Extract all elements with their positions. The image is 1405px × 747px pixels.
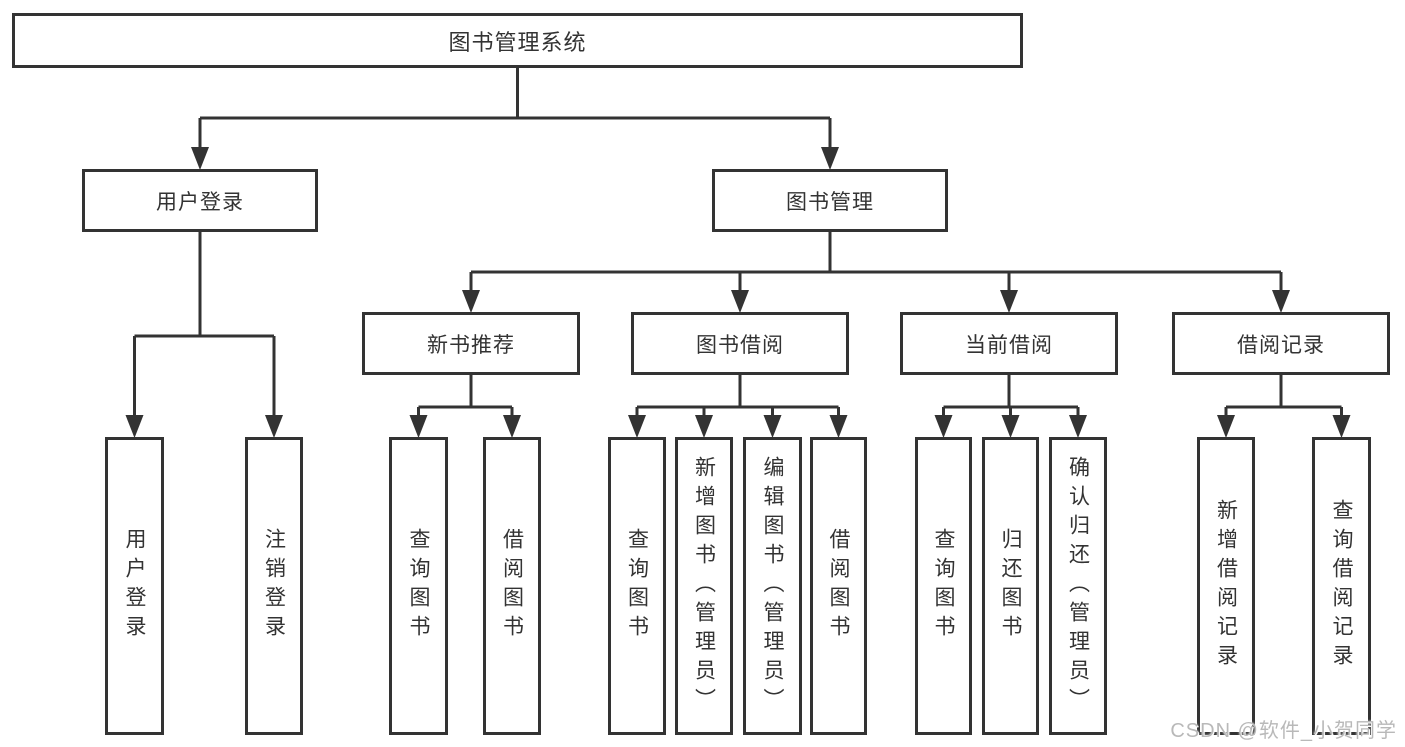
leaf-label: 编辑图书（管理员） xyxy=(761,455,784,717)
leaf-confirm-return-admin: 确认归还（管理员） xyxy=(1049,437,1107,735)
node-new-book-recommendation: 新书推荐 xyxy=(362,312,580,375)
leaf-label: 查询图书 xyxy=(407,528,430,644)
node-borrowing-records: 借阅记录 xyxy=(1172,312,1390,375)
leaf-query-books-borrow: 查询图书 xyxy=(608,437,666,735)
leaf-label: 新增借阅记录 xyxy=(1214,499,1238,673)
leaf-label: 借阅图书 xyxy=(500,528,524,644)
leaf-label: 查询图书 xyxy=(625,528,649,644)
leaf-add-borrow-record: 新增借阅记录 xyxy=(1197,437,1255,735)
node-user-login: 用户登录 xyxy=(82,169,318,232)
node-label: 新书推荐 xyxy=(427,333,515,357)
node-library-management-system: 图书管理系统 xyxy=(12,13,1023,68)
node-label: 借阅记录 xyxy=(1237,333,1325,357)
node-label: 图书管理系统 xyxy=(448,29,587,55)
leaf-return-books: 归还图书 xyxy=(982,437,1039,735)
leaf-label: 注销登录 xyxy=(262,528,286,644)
leaf-label: 查询图书 xyxy=(932,528,955,644)
leaf-label: 归还图书 xyxy=(999,528,1022,644)
leaf-user-login: 用户登录 xyxy=(105,437,164,735)
node-label: 用户登录 xyxy=(156,190,244,214)
node-label: 当前借阅 xyxy=(965,333,1053,357)
csdn-watermark: CSDN @软件_小贺同学 xyxy=(1170,720,1397,742)
leaf-query-books-current: 查询图书 xyxy=(915,437,972,735)
leaf-label: 新增图书（管理员） xyxy=(692,455,716,717)
node-book-borrowing: 图书借阅 xyxy=(631,312,849,375)
node-label: 图书管理 xyxy=(786,190,874,214)
leaf-borrow-books: 借阅图书 xyxy=(810,437,867,735)
leaf-edit-book-admin: 编辑图书（管理员） xyxy=(743,437,802,735)
leaf-query-borrow-record: 查询借阅记录 xyxy=(1312,437,1371,735)
leaf-query-books-recommend: 查询图书 xyxy=(389,437,448,735)
leaf-add-book-admin: 新增图书（管理员） xyxy=(675,437,733,735)
leaf-label: 查询借阅记录 xyxy=(1330,499,1353,673)
leaf-label: 确认归还（管理员） xyxy=(1066,455,1090,717)
node-current-borrowing: 当前借阅 xyxy=(900,312,1118,375)
leaf-label: 借阅图书 xyxy=(827,528,850,644)
leaf-label: 用户登录 xyxy=(123,528,146,644)
leaf-borrow-books-recommend: 借阅图书 xyxy=(483,437,541,735)
node-book-management: 图书管理 xyxy=(712,169,948,232)
node-label: 图书借阅 xyxy=(696,333,784,357)
leaf-logout: 注销登录 xyxy=(245,437,303,735)
